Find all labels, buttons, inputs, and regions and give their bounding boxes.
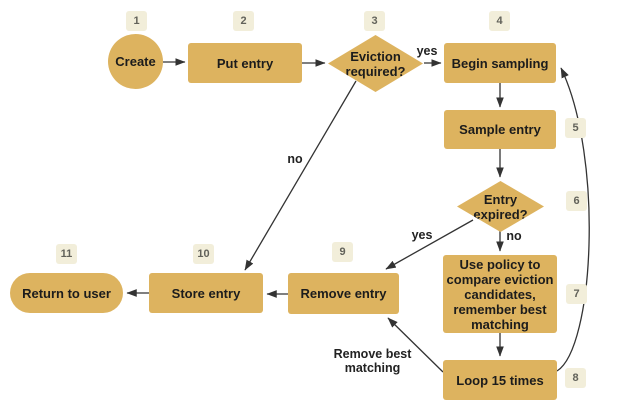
step-badge-10: 10 [193,244,214,264]
node-remove-entry: Remove entry [288,273,399,314]
connector-loop-begin-curve [556,67,590,372]
step-badge-8: 8 [565,368,586,388]
edge-label-eviction-no: no [287,152,303,166]
edge-label-eviction-yes: yes [416,44,438,58]
node-return-to-user: Return to user [10,273,123,313]
step-badge-4: 4 [489,11,510,31]
step-badge-9: 9 [332,242,353,262]
edge-label-expired-yes: yes [411,228,433,242]
node-create: Create [108,34,163,89]
step-badge-2: 2 [233,11,254,31]
step-badge-6: 6 [566,191,587,211]
node-begin-sampling: Begin sampling [444,43,556,83]
node-store-entry: Store entry [149,273,263,313]
node-sample-entry: Sample entry [444,110,556,149]
connector-loop-remove-best [387,317,444,373]
step-badge-3: 3 [364,11,385,31]
node-loop-15-times: Loop 15 times [443,360,557,400]
step-badge-1: 1 [126,11,147,31]
node-use-policy: Use policy to compare eviction candidate… [443,255,557,333]
connector-eviction-store-no [244,80,357,271]
node-eviction-required-label: Eviction required? [345,48,406,79]
edge-label-expired-no: no [506,229,522,243]
edge-label-remove-best-matching: Remove best matching [333,347,412,375]
node-put-entry: Put entry [188,43,302,83]
step-badge-7: 7 [566,284,587,304]
step-badge-5: 5 [565,118,586,138]
connector-expired-remove-yes [385,219,474,270]
node-entry-expired-label: Entry expired? [473,191,528,222]
step-badge-11: 11 [56,244,77,264]
